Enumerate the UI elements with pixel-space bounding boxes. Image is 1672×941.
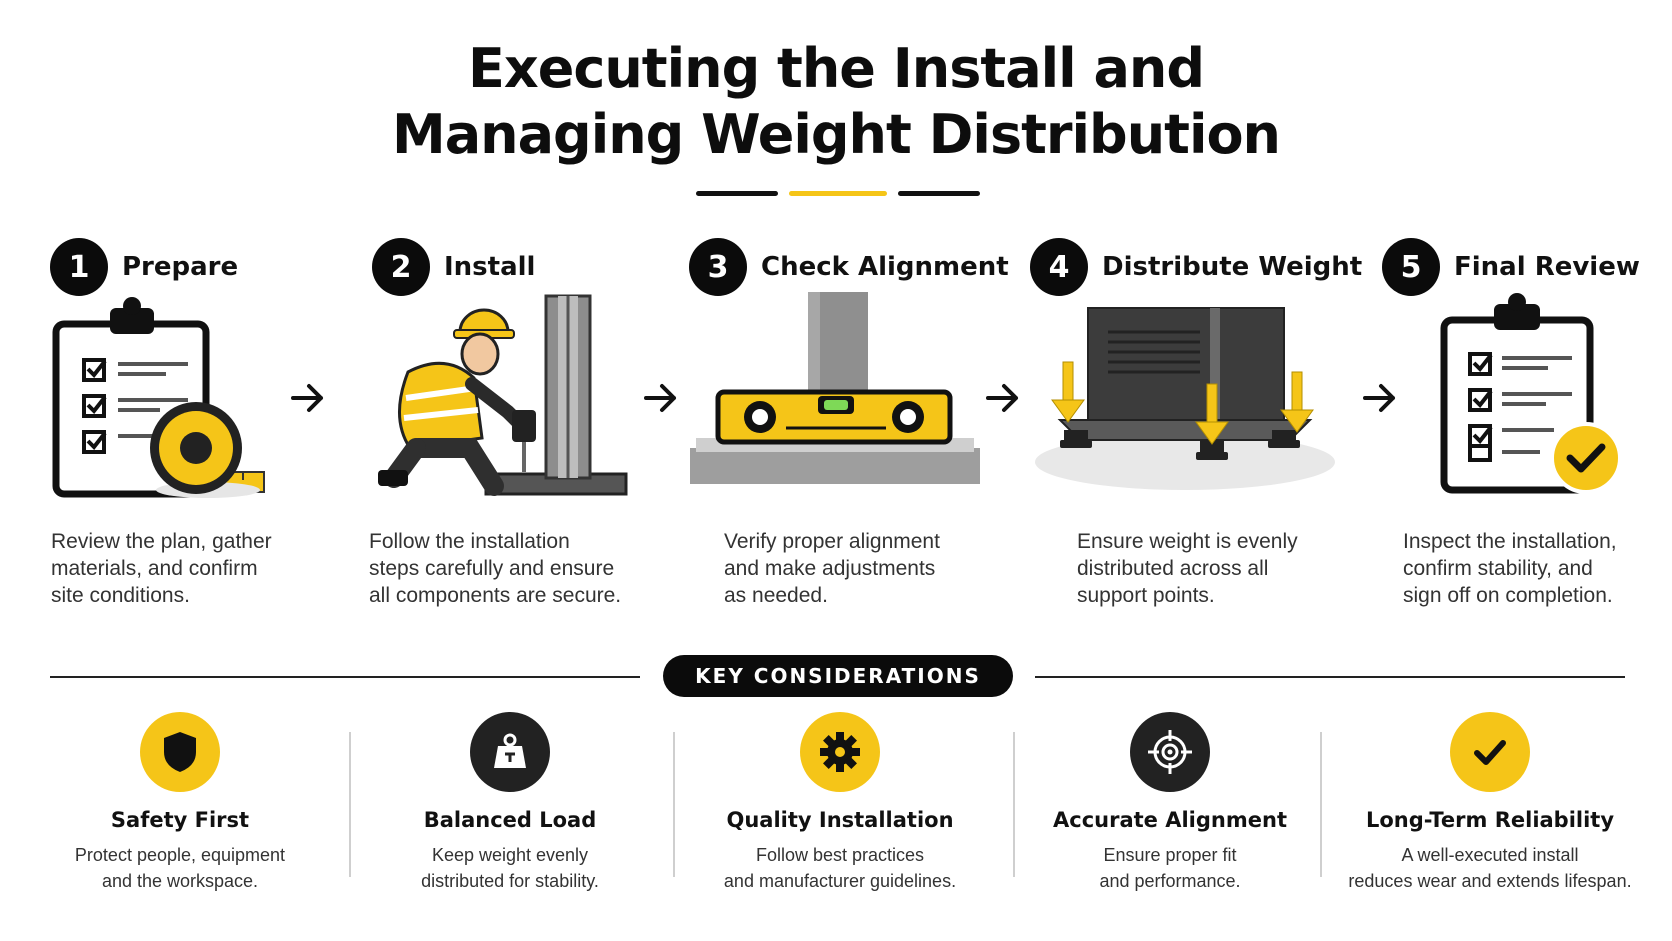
- arrow-right-icon: [644, 384, 676, 412]
- consideration-description: A well-executed install reduces wear and…: [1348, 845, 1632, 891]
- step-1-number: 1: [50, 238, 108, 296]
- step-3-description: Verify proper alignment and make adjustm…: [724, 530, 940, 607]
- consideration-description: Follow best practices and manufacturer g…: [723, 845, 957, 891]
- step-4-description: Ensure weight is evenly distributed acro…: [1077, 530, 1298, 607]
- consideration-long-term-reliability: Long-Term Reliability A well-executed in…: [1330, 712, 1650, 894]
- weight-distribution-icon: [1035, 307, 1335, 490]
- column-divider: [349, 732, 351, 877]
- consideration-title: Accurate Alignment: [1053, 808, 1287, 832]
- worker-drilling-icon: [378, 294, 628, 496]
- step-2-description: Follow the installation steps carefully …: [369, 530, 622, 607]
- title-rule-center: [789, 191, 887, 196]
- weight-icon: [470, 712, 550, 792]
- step-5-header: 5 Final Review: [1382, 238, 1640, 296]
- consideration-title: Long-Term Reliability: [1365, 808, 1615, 832]
- consideration-quality-installation: Quality Installation Follow best practic…: [690, 712, 990, 894]
- step-3-header: 3 Check Alignment: [689, 238, 1009, 296]
- arrow-right-icon: [986, 384, 1018, 412]
- shield-icon: [140, 712, 220, 792]
- section-divider-right: [1035, 676, 1625, 678]
- consideration-description: Keep weight evenly distributed for stabi…: [421, 845, 599, 891]
- spirit-level-icon: [690, 292, 980, 484]
- consideration-balanced-load: Balanced Load Keep weight evenly distrib…: [370, 712, 650, 894]
- consideration-description: Protect people, equipment and the worksp…: [74, 845, 286, 891]
- key-considerations-label: KEY CONSIDERATIONS: [663, 655, 1013, 697]
- column-divider: [673, 732, 675, 877]
- consideration-title: Safety First: [110, 808, 250, 832]
- step-5-number: 5: [1382, 238, 1440, 296]
- step-2-header: 2 Install: [372, 238, 535, 296]
- step-4-title: Distribute Weight: [1102, 252, 1363, 282]
- arrow-right-icon: [291, 384, 323, 412]
- step-1-header: 1 Prepare: [50, 238, 238, 296]
- clipboard-tape-measure-icon: [52, 297, 265, 498]
- step-4-header: 4 Distribute Weight: [1030, 238, 1362, 296]
- step-3-title: Check Alignment: [761, 252, 1009, 282]
- title-rule-left: [696, 191, 778, 196]
- consideration-description: Ensure proper fit and performance.: [1099, 845, 1241, 891]
- step-2-title: Install: [444, 252, 536, 282]
- page-title: Executing the Install and Managing Weigh…: [0, 36, 1672, 168]
- step-5-description: Inspect the installation, confirm stabil…: [1403, 530, 1617, 607]
- step-1-title: Prepare: [122, 252, 239, 282]
- target-icon: [1130, 712, 1210, 792]
- step-5-title: Final Review: [1454, 252, 1640, 282]
- section-divider-left: [50, 676, 640, 678]
- title-line-1: Executing the Install and: [468, 37, 1205, 100]
- checklist-approved-icon: [1440, 293, 1622, 494]
- title-rule-right: [898, 191, 980, 196]
- column-divider: [1320, 732, 1322, 877]
- title-line-2: Managing Weight Distribution: [392, 103, 1281, 166]
- consideration-safety-first: Safety First Protect people, equipment a…: [40, 712, 320, 894]
- step-1-description: Review the plan, gather materials, and c…: [51, 530, 272, 607]
- consideration-title: Balanced Load: [423, 808, 597, 832]
- checkmark-icon: [1450, 712, 1530, 792]
- step-4-number: 4: [1030, 238, 1088, 296]
- column-divider: [1013, 732, 1015, 877]
- consideration-title: Quality Installation: [726, 808, 954, 832]
- step-3-number: 3: [689, 238, 747, 296]
- step-2-number: 2: [372, 238, 430, 296]
- consideration-accurate-alignment: Accurate Alignment Ensure proper fit and…: [1025, 712, 1315, 894]
- gear-icon: [800, 712, 880, 792]
- arrow-right-icon: [1363, 384, 1395, 412]
